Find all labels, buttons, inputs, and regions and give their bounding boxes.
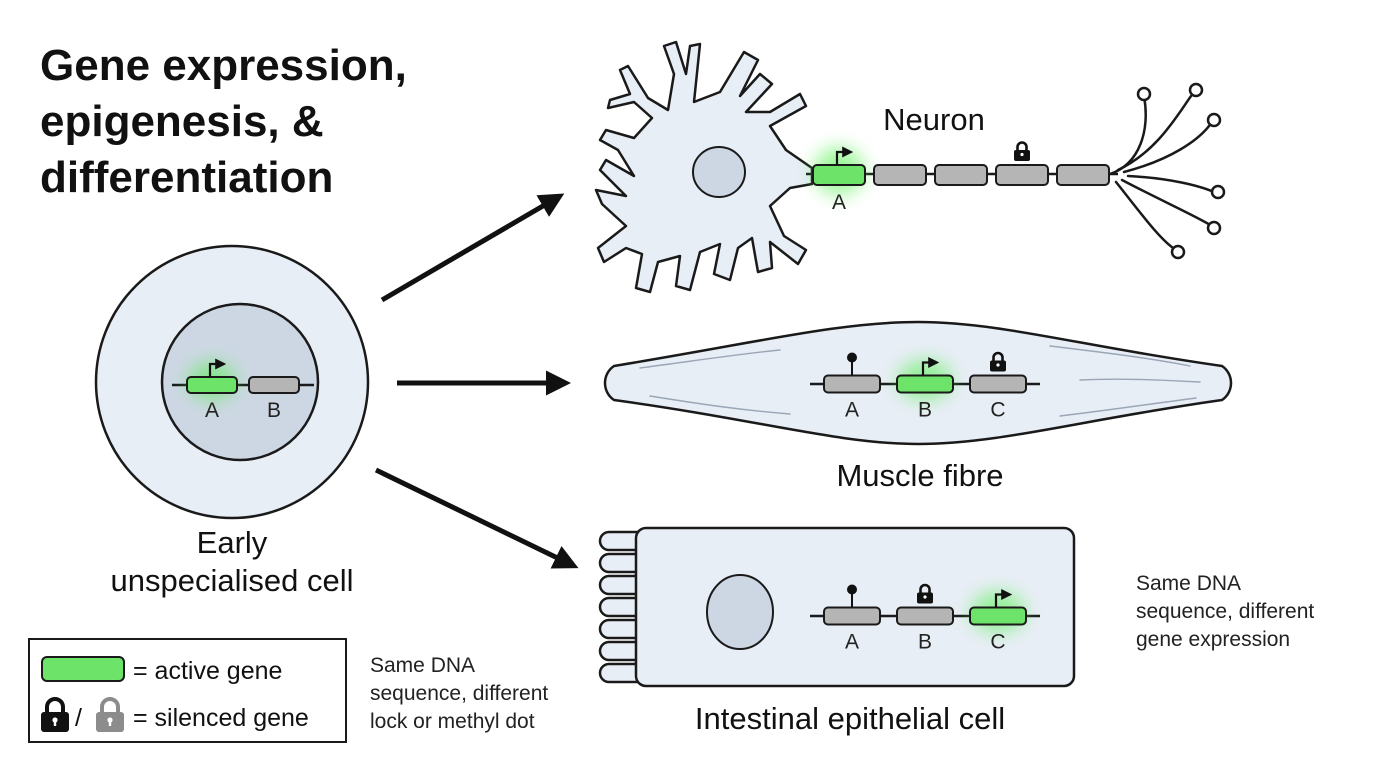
note-right-line-3: gene expression (1136, 628, 1290, 651)
neuron-nucleus (692, 146, 746, 198)
muscle-fibre-label: Muscle fibre (836, 458, 1003, 493)
note-right: Same DNA sequence, different gene expres… (1136, 572, 1314, 651)
note-bottom-line-1: Same DNA (370, 654, 475, 677)
promoter-arrow-icon (208, 358, 227, 377)
striation-1 (639, 349, 781, 369)
title-line-3: differentiation (40, 153, 333, 202)
terminal-branch-2 (1116, 90, 1196, 172)
legend-silenced-text: = silenced gene (133, 704, 309, 732)
arrow-to-intestinal (374, 467, 579, 569)
legend-active-text: = active gene (133, 657, 282, 685)
striation-5 (1079, 378, 1201, 383)
gene-letter: A (845, 399, 859, 422)
promoter-arrow-icon (835, 146, 854, 165)
title-line-1: Gene expression, (40, 41, 407, 90)
gene-letter: B (918, 399, 932, 422)
striation-3 (1049, 345, 1191, 367)
silenced-gene (1056, 164, 1110, 186)
active-gene (896, 374, 954, 394)
lock-icon (990, 351, 1006, 372)
differentiation-arrows (374, 193, 579, 569)
muscle-fibre: A B C Muscle fibre (603, 320, 1233, 493)
terminal-knob-3 (1206, 112, 1222, 128)
terminal-knob-5 (1206, 220, 1222, 236)
neuron-label: Neuron (883, 102, 985, 137)
note-bottom-line-3: lock or methyl dot (370, 710, 535, 733)
gene-letter: C (990, 399, 1005, 422)
silenced-gene (823, 606, 881, 626)
legend: = active gene / = silenced gene (28, 638, 347, 743)
intestinal-cell-nucleus (706, 574, 774, 650)
gene-letter: B (918, 631, 932, 654)
methyl-dot-icon (847, 584, 857, 608)
gene-letter: A (205, 399, 219, 422)
active-gene (812, 164, 866, 186)
silenced-gene (873, 164, 927, 186)
muscle-striations (639, 345, 1201, 417)
terminal-knob-6 (1170, 244, 1186, 260)
muscle-gene-track: A B C (810, 351, 1040, 422)
legend-lock-black-icon (41, 697, 69, 732)
note-right-line-1: Same DNA (1136, 572, 1241, 595)
active-gene (969, 606, 1027, 626)
terminal-knob-2 (1188, 82, 1204, 98)
methyl-dot-icon (847, 352, 857, 376)
silenced-gene (969, 374, 1027, 394)
terminal-branch-3 (1122, 120, 1214, 174)
neuron: A Neuron (594, 40, 1226, 294)
intestinal-cell-label: Intestinal epithelial cell (695, 701, 1005, 736)
terminal-knob-1 (1136, 86, 1152, 102)
gene-letter: B (267, 399, 281, 422)
title-line-2: epigenesis, & (40, 97, 324, 146)
neuron-axon-terminals (1108, 90, 1216, 252)
legend-lock-grey-icon (96, 697, 124, 732)
gene-letter: A (845, 631, 859, 654)
intestinal-cell: A B C Intestinal epithelial cell (598, 526, 1076, 736)
terminal-branch-6 (1114, 180, 1178, 252)
note-bottom: Same DNA sequence, different lock or met… (370, 654, 548, 733)
early-cell-label-line-2: unspecialised cell (111, 563, 354, 598)
note-right-line-2: sequence, different (1136, 600, 1314, 623)
terminal-knob-4 (1210, 184, 1226, 200)
silenced-gene (896, 606, 954, 626)
active-gene (186, 376, 238, 394)
promoter-arrow-icon (921, 357, 940, 376)
page-title: Gene expression, epigenesis, & different… (40, 41, 407, 202)
intestinal-gene-track: A B C (810, 583, 1040, 654)
legend-separator: / (75, 704, 82, 732)
early-cell-nucleus (160, 302, 320, 462)
lock-icon (917, 583, 933, 604)
gene-letter: A (832, 191, 846, 214)
terminal-branch-4 (1126, 174, 1216, 194)
silenced-gene (934, 164, 988, 186)
silenced-gene (248, 376, 300, 394)
note-bottom-line-2: sequence, different (370, 682, 548, 705)
early-cell-label-line-1: Early (197, 525, 268, 560)
promoter-arrow-icon (994, 589, 1013, 608)
legend-active-swatch (41, 656, 125, 682)
neuron-gene-track: A (812, 141, 1110, 214)
silenced-gene (995, 164, 1049, 186)
silenced-gene (823, 374, 881, 394)
terminal-branch-1 (1108, 94, 1147, 176)
striation-2 (649, 395, 791, 415)
arrow-to-neuron (380, 193, 565, 303)
striation-4 (1059, 397, 1197, 417)
lock-icon (1014, 141, 1030, 161)
neuron-terminal-knobs (1136, 82, 1226, 260)
terminal-branch-5 (1120, 178, 1214, 228)
gene-letter: C (990, 631, 1005, 654)
